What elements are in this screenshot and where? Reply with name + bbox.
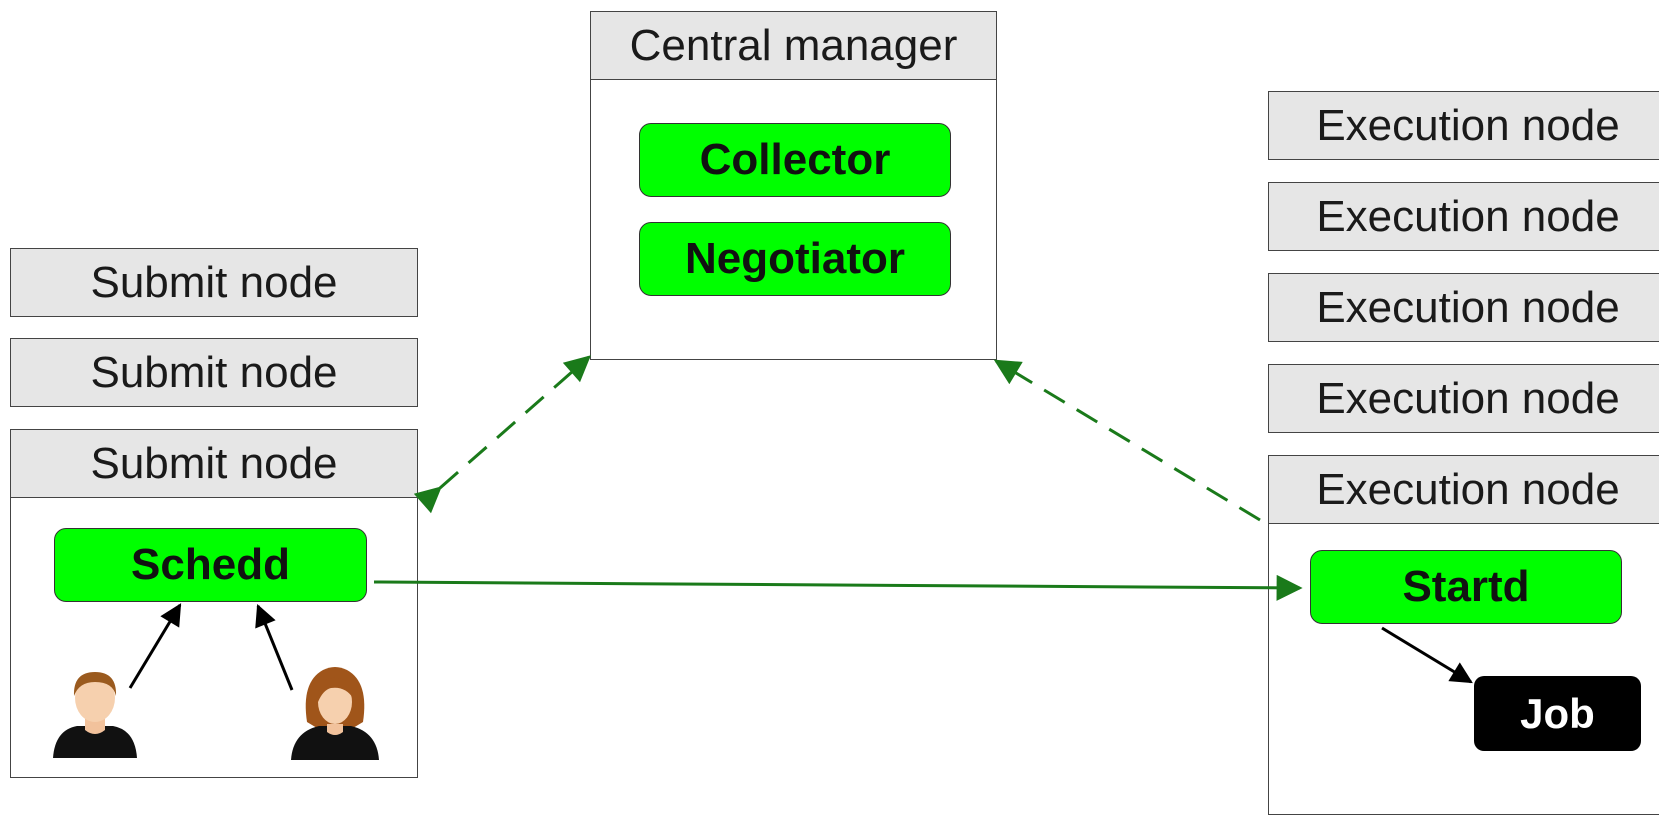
central-manager-submit-arrow xyxy=(413,355,591,514)
schedd-daemon: Schedd xyxy=(54,528,367,602)
startd-daemon: Startd xyxy=(1310,550,1622,624)
execution-node-active: Execution node Startd Job xyxy=(1268,455,1659,815)
job-box: Job xyxy=(1474,676,1641,751)
execution-node-header-5: Execution node xyxy=(1269,456,1659,524)
female-user-icon xyxy=(291,667,379,760)
male-user-icon xyxy=(53,672,137,758)
startd-to-job-arrow xyxy=(1381,626,1473,684)
execution-node-header-1: Execution node xyxy=(1268,91,1659,160)
schedd-to-startd-arrow xyxy=(373,574,1303,601)
negotiator-daemon: Negotiator xyxy=(639,222,951,296)
execution-node-header-2: Execution node xyxy=(1268,182,1659,251)
submit-node-header-2: Submit node xyxy=(10,338,418,407)
submit-node-active: Submit node Schedd xyxy=(10,429,418,778)
central-manager-title: Central manager xyxy=(591,12,996,80)
central-manager-node: Central manager Collector Negotiator xyxy=(590,11,997,360)
collector-daemon: Collector xyxy=(639,123,951,197)
male-user-to-schedd-arrow xyxy=(128,603,182,689)
submit-node-header-1: Submit node xyxy=(10,248,418,317)
submit-node-header-3: Submit node xyxy=(11,430,417,498)
connection-arrows xyxy=(128,355,1473,691)
execution-to-central-manager-arrow xyxy=(993,359,1261,522)
female-user-to-schedd-arrow xyxy=(255,603,294,691)
execution-node-header-3: Execution node xyxy=(1268,273,1659,342)
execution-node-header-4: Execution node xyxy=(1268,364,1659,433)
